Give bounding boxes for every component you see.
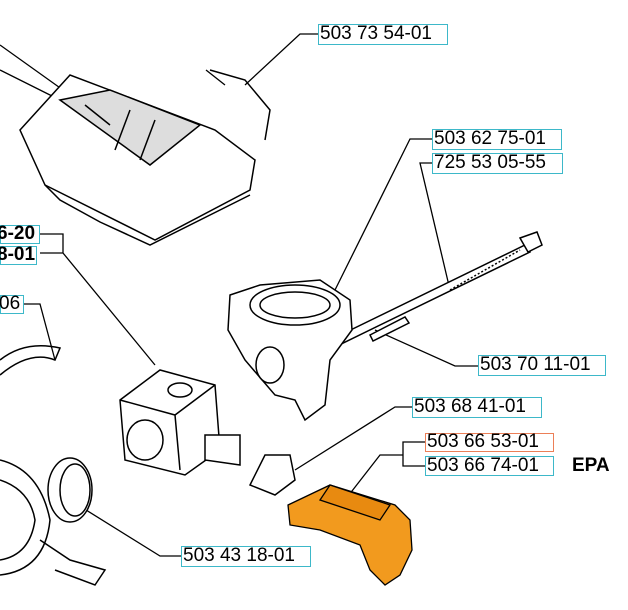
part-number-left-upper[interactable]: 6-20 [0,223,36,244]
gasket-part [47,457,93,523]
part-number-rod[interactable]: 503 70 11-01 [480,354,591,375]
leader-lines-top [0,33,318,101]
label-box [0,246,37,265]
epa-suffix: EPA [572,455,610,476]
part-number-bolt[interactable]: 725 53 05-55 [434,152,546,173]
part-number-plate[interactable]: 503 66 53-01 [427,431,539,452]
carburetor-part [119,369,241,476]
label-box [478,355,606,376]
label-box [432,129,562,150]
label-box-highlighted [425,433,554,452]
label-box [181,546,311,567]
adjuster-part [248,454,296,496]
label-box [318,24,448,45]
hose-part [0,345,107,586]
label-box [0,225,40,244]
label-box [432,153,563,174]
intake-flange-part [227,279,353,422]
part-number-plate-epa[interactable]: 503 66 74-01 [427,455,539,476]
bolt-part [328,231,543,348]
part-number-left-lower[interactable]: 8-01 [0,244,36,265]
label-box [412,397,542,418]
part-number-left-hose[interactable]: 06 [0,293,21,314]
part-number-cylinder[interactable]: 503 62 75-01 [434,128,546,149]
label-box [425,456,554,476]
part-number-adjuster[interactable]: 503 68 41-01 [414,396,526,417]
label-box [0,295,24,314]
rod-part [368,316,411,343]
part-number-gasket[interactable]: 503 43 18-01 [183,545,295,566]
air-filter-cover-part [19,69,271,246]
plate-part-highlighted [287,484,413,586]
part-number-air-filter-cover[interactable]: 503 73 54-01 [320,23,432,44]
